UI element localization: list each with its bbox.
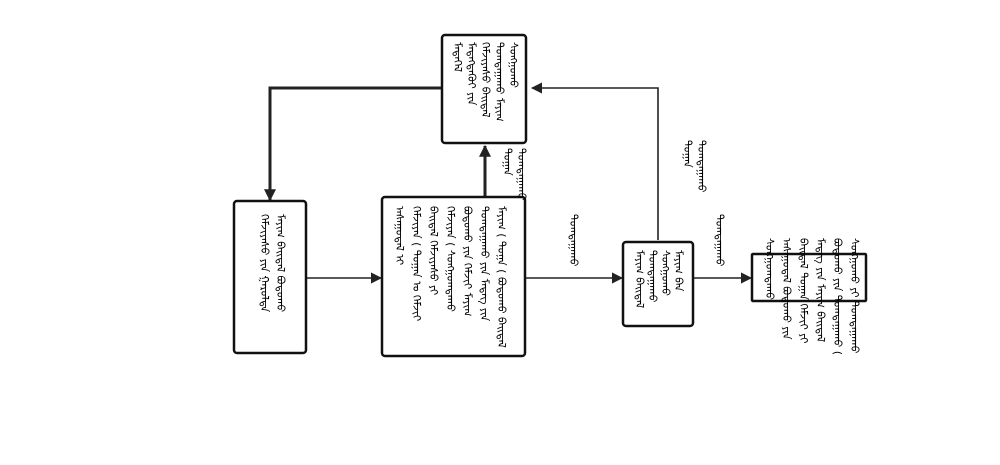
node-top-line: ᠲᠣᠭᠲᠠᠭᠠᠬᠤ ᠮᠠᠶᠢᠭ xyxy=(493,42,506,122)
node-left-label: ᠬᠡᠮᠵᠢᠶᠡᠰᠦ ᠶᠢᠨ ᠭᠠᠷᠤᠯᠲᠠ ᠮᠠᠶᠢᠭ ᠪᠠᠢᠳᠠᠯ ᠪᠣᠳᠣᠬ… xyxy=(258,214,287,312)
node-left-line: ᠬᠡᠮᠵᠢᠶᠡᠰᠦ ᠶᠢᠨ ᠭᠠᠷᠤᠯᠲᠠ xyxy=(258,214,271,312)
node-labels: ᠮᠡᠳᠡᠭᠡᠯ ᠮᠡᠳᠡᠭᠳᠡᠬᠦᠢ ᠶᠢᠨ ᠬᠡᠮᠵᠢᠶᠡᠰᠦ ᠪᠠᠢᠳᠠᠯ … xyxy=(258,42,861,355)
node-mid-right-line: ᠮᠠᠶᠢᠭ ᠪᠠᠢᠳᠠᠯ xyxy=(633,250,646,308)
edge-label-line: ᠲᠣᠭᠠᠨ xyxy=(681,140,694,168)
edge-label-mid-right-to-right: ᠲᠣᠭᠲᠠᠭᠠᠬᠤ xyxy=(713,214,726,266)
edge-label-center-to-top: ᠲᠣᠭᠠᠨ ᠲᠣᠭᠲᠠᠭᠠᠬᠤ xyxy=(501,148,528,200)
node-center-box xyxy=(380,195,527,358)
node-right-line: ᠰᠣᠩᠭᠣᠭᠳᠠᠬᠤ xyxy=(763,238,776,300)
node-center-line: ᠪᠠᠢᠳᠠᠯ ᠬᠡᠮᠵᠢᠶᠡᠰᠦ ᠶᠢ xyxy=(427,206,440,296)
node-mid-right-line: ᠲᠣᠭᠲᠠᠭᠠᠬᠤ xyxy=(646,250,659,302)
edge-label-line: ᠲᠣᠭᠲᠠᠭᠠᠬᠤ xyxy=(713,214,726,266)
nodes xyxy=(232,33,868,358)
edge-mid-right-to-top xyxy=(530,82,659,240)
edge-labels: ᠲᠣᠭᠠᠨ ᠲᠣᠭᠲᠠᠭᠠᠬᠤ ᠲᠣᠭᠲᠠᠭᠠᠬᠤ ᠲᠣᠭᠲᠠᠭᠠᠬᠤ ᠲᠣᠭᠠ… xyxy=(501,140,726,266)
node-right-line: ᠰᠣᠩᠭᠣᠬᠤ ᠶᠢ ᠲᠣᠭᠲᠠᠭᠠᠬᠤ xyxy=(848,238,861,353)
node-top-line: ᠮᠡᠳᠡᠭᠳᠡᠬᠦᠢ ᠶᠢᠨ xyxy=(465,42,478,106)
node-mid-right-line: ᠰᠣᠩᠭᠣᠬᠤ xyxy=(659,250,672,296)
node-center-line: ᠲᠣᠭᠲᠠᠭᠠᠬᠤ ᠶᠢᠨ ᠮᠡᠳᠡᠭ ᠶᠢᠨ xyxy=(478,206,491,322)
node-center-line: ᠬᠡᠮᠵᠢᠶᠡᠨ ( ᠰᠣᠩᠭᠣᠭᠳᠠᠬᠤ xyxy=(444,206,457,312)
node-center-line: ᠬᠡᠮᠵᠢᠶᠡᠨ ( ᠲᠣᠭᠠᠨ ᠤ ᠬᠡᠮᠵᠢᠶ xyxy=(410,206,423,322)
node-center-line: ᠮᠠᠶᠢᠭ ( ᠲᠣᠭᠠ ( ᠪᠣᠳᠣᠬᠤ ᠪᠠᠢᠳᠠᠯ xyxy=(495,206,508,348)
node-left-line: ᠮᠠᠶᠢᠭ ᠪᠠᠢᠳᠠᠯ ᠪᠣᠳᠣᠬᠤ xyxy=(274,214,287,312)
node-mid-right-box xyxy=(621,240,695,328)
node-right-line: ᠪᠣᠳᠣᠬᠤ ᠶᠢᠨ ᠲᠣᠭᠲᠠᠭᠠᠬᠤ ( xyxy=(831,238,844,355)
node-top-line: ᠮᠡᠳᠡᠭᠡᠯ xyxy=(451,42,464,72)
node-right-line: ᠪᠠᠢᠳᠠᠯ ᠲᠣᠭᠠᠨ ᠬᠡᠮᠵᠢᠶ ᠶᠢ xyxy=(797,238,810,344)
node-top-box xyxy=(440,33,528,145)
node-top-line: ᠬᠡᠮᠵᠢᠶᠡᠰᠦ ᠪᠠᠢᠳᠠᠯ xyxy=(479,42,492,118)
node-center-line: ᠪᠣᠳᠣᠬᠤ ᠶᠢᠨ ᠬᠡᠮᠵᠢᠶ ᠮᠠᠶᠢᠭ xyxy=(461,206,474,316)
edge-label-line: ᠲᠣᠭᠲᠠᠭᠠᠬᠤ xyxy=(515,148,528,200)
edge-top-to-left xyxy=(264,86,442,202)
node-right-line: ᠮᠡᠳᠡᠭ ᠶᠢᠨ ᠮᠠᠶᠢᠭ ᠪᠠᠢᠳᠠᠯ xyxy=(814,238,827,342)
node-left-box xyxy=(232,199,308,355)
edge-label-center-to-mid-right: ᠲᠣᠭᠲᠠᠭᠠᠬᠤ xyxy=(567,214,580,266)
node-center-line: ᠠᠰᠠᠭᠤᠳᠠᠯ ᠢ xyxy=(393,206,406,265)
edge-label-line: ᠲᠣᠭᠲᠠᠭᠠᠬᠤ xyxy=(695,140,708,192)
edge-label-line: ᠲᠣᠭᠲᠠᠭᠠᠬᠤ xyxy=(567,214,580,266)
node-center-label: ᠠᠰᠠᠭᠤᠳᠠᠯ ᠢ ᠬᠡᠮᠵᠢᠶᠡᠨ ( ᠲᠣᠭᠠᠨ ᠤ ᠬᠡᠮᠵᠢᠶ ᠪᠠᠢ… xyxy=(393,206,508,348)
node-right-line: ᠠᠰᠠᠭᠤᠳᠠᠯ ᠪᠣᠳᠣᠬᠤ ᠶᠢᠨ xyxy=(780,238,793,340)
node-right-label: ᠰᠣᠩᠭᠣᠭᠳᠠᠬᠤ ᠠᠰᠠᠭᠤᠳᠠᠯ ᠪᠣᠳᠣᠬᠤ ᠶᠢᠨ ᠪᠠᠢᠳᠠᠯ ᠲᠣ… xyxy=(763,238,861,355)
edge-label-mid-right-to-top: ᠲᠣᠭᠠᠨ ᠲᠣᠭᠲᠠᠭᠠᠬᠤ xyxy=(681,140,708,192)
edges xyxy=(264,82,753,284)
edge-label-line: ᠲᠣᠭᠠᠨ xyxy=(501,148,514,176)
node-top-label: ᠮᠡᠳᠡᠭᠡᠯ ᠮᠡᠳᠡᠭᠳᠡᠬᠦᠢ ᠶᠢᠨ ᠬᠡᠮᠵᠢᠶᠡᠰᠦ ᠪᠠᠢᠳᠠᠯ … xyxy=(451,42,520,122)
node-right-box xyxy=(750,252,868,303)
node-mid-right-label: ᠮᠠᠶᠢᠭ ᠪᠠᠢᠳᠠᠯ ᠲᠣᠭᠲᠠᠭᠠᠬᠤ ᠰᠣᠩᠭᠣᠬᠤ ᠮᠠᠶᠢᠭ ᠪᠡᠨ xyxy=(633,250,685,308)
node-mid-right-line: ᠮᠠᠶᠢᠭ ᠪᠡᠨ xyxy=(672,250,685,292)
node-top-line: ᠰᠣᠩᠭᠣᠬᠤ xyxy=(507,42,520,88)
